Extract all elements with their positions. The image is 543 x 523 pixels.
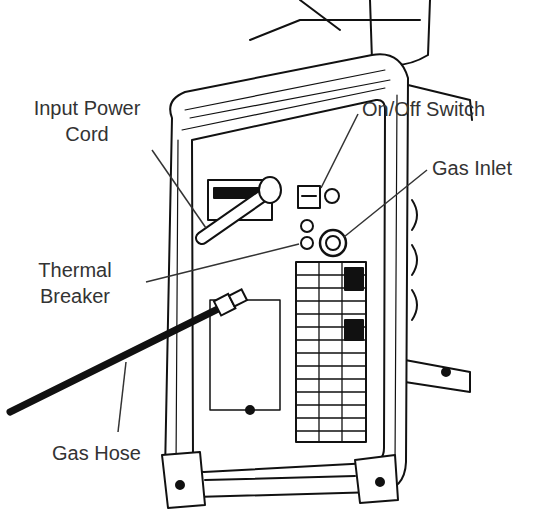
part-label: Gas Hose (52, 440, 172, 466)
part-label: Gas Inlet (432, 155, 540, 181)
leader-line (344, 170, 427, 237)
part-label: Input Power Cord (22, 95, 152, 147)
leader-line (146, 244, 299, 282)
leader-line (152, 150, 206, 228)
part-label: Thermal Breaker (15, 257, 135, 309)
part-label: On/Off Switch (362, 96, 540, 122)
leader-line (321, 114, 358, 188)
leader-line (118, 362, 126, 432)
